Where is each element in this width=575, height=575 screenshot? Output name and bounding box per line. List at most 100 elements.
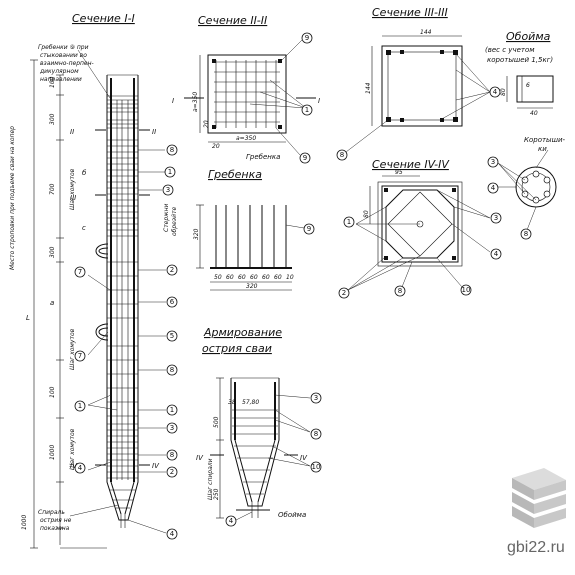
sec2-20a: 20: [203, 120, 210, 128]
obojma-dim-40: 40: [530, 110, 538, 117]
pile-elevation: [95, 74, 150, 528]
tip-reinforcement: [210, 377, 311, 521]
comb-dim-320v: 320: [193, 228, 200, 240]
bubble-5a: 5: [170, 332, 174, 340]
bubble-3b: 3: [170, 424, 174, 432]
tip-bubble-4: 4: [229, 517, 234, 525]
sec4-dim-80: 80: [363, 210, 370, 218]
sec2-20b: 20: [212, 143, 220, 150]
sec2-a350-h: a=350: [236, 135, 256, 142]
note-grebenki-5: направлении: [40, 76, 82, 83]
marker-II: II: [70, 128, 74, 136]
obojma-drawing: [506, 75, 554, 109]
dim-1000b: 1000: [21, 515, 28, 530]
bubble-4a: 4: [170, 530, 175, 538]
sec2-bubble-1: 1: [305, 106, 309, 114]
sec2-grebenka-label: Гребенка: [246, 153, 280, 161]
obojma-note-2: коротышей 1,5кг): [487, 56, 553, 64]
bubble-8b: 8: [170, 366, 174, 374]
title-obojma: Обойма: [506, 30, 551, 43]
comb-drawing: [196, 204, 305, 291]
tip-dim-500: 500: [213, 416, 220, 428]
korot-bubble-4: 4: [491, 184, 496, 192]
bubble-4b: 4: [78, 464, 83, 472]
comb-step-6: 60: [274, 274, 282, 281]
tip-shag-spirali: Шаг спирали: [207, 458, 214, 500]
bubble-7a: 7: [78, 268, 82, 276]
title-section-3: Сечение III-III: [372, 6, 448, 19]
marker-c: с: [82, 224, 86, 232]
sec3-bubble-4: 4: [493, 88, 498, 96]
comb-step-2: 60: [226, 274, 234, 281]
comb-step-4: 60: [250, 274, 258, 281]
note-grebenki-4: дикулярном: [39, 68, 79, 75]
note-spiral-1: Спираль: [38, 509, 65, 516]
bubble-8a: 8: [170, 146, 174, 154]
note-shag-1: Шаг хомутов: [69, 168, 76, 210]
bubble-2b: 2: [170, 468, 174, 476]
watermark-logo-icon: [512, 468, 566, 528]
note-grebenki-3: взаимно-перпен-: [40, 60, 94, 67]
title-armir: Армирование: [203, 326, 282, 339]
sec2-bubble-9: 9: [305, 34, 309, 42]
comb-sterzhni-2: обреэйте: [171, 206, 178, 236]
tip-marker-IV-r: IV: [300, 454, 308, 462]
note-grebenki-1: Гребенки ⑨ при: [38, 44, 89, 51]
dim-300: 300: [49, 113, 56, 125]
dim-a: a: [50, 299, 54, 307]
section-2: [184, 39, 316, 156]
pile-dimension-chain: [30, 59, 107, 549]
bubble-8c: 8: [170, 451, 174, 459]
tip-dim-250: 250: [213, 488, 220, 500]
title-section-1: Сечение I-I: [72, 12, 135, 25]
bubble-3a: 3: [166, 186, 170, 194]
tip-dim-38: 38: [228, 399, 236, 406]
title-section-4: Сечение IV-IV: [372, 158, 450, 171]
comb-step-1: 50: [214, 274, 222, 281]
bubble-1a: 1: [168, 168, 172, 176]
marker-IV-r: IV: [152, 462, 160, 470]
dim-300b: 300: [49, 246, 56, 258]
comb-step-3: 60: [238, 274, 246, 281]
sec4-bubble-8: 8: [398, 287, 402, 295]
korot-label-1: Коротыши-: [524, 136, 566, 144]
obojma-dim-80: 80: [500, 88, 507, 96]
sec2-marker-I-r: I: [318, 97, 320, 105]
comb-bubble-9: 9: [307, 225, 311, 233]
obojma-note-1: (вес с учетом: [485, 46, 535, 54]
note-spiral-2: острия не: [40, 517, 72, 524]
dim-L: L: [26, 314, 30, 322]
marker-IV: IV: [70, 462, 78, 470]
note-shag-3: Шаг хомутов: [69, 428, 76, 470]
dim-100b: 100: [49, 386, 56, 398]
title-comb: Гребенка: [208, 168, 262, 181]
korot-bubble-3: 3: [491, 158, 495, 166]
pile-bubbles: 8 1 3 2 6 5 8 1 3 8 2 4 7 7 1 4: [74, 144, 178, 540]
tip-marker-IV-l: IV: [196, 454, 204, 462]
sec4-bubble-3: 3: [494, 214, 498, 222]
tip-dim-5780: 57,80: [242, 399, 259, 406]
note-shag-2: Шаг хомутов: [69, 328, 76, 370]
tip-obojma-label: Обойма: [278, 511, 306, 519]
marker-b: б: [82, 169, 87, 177]
dim-100: 100: [49, 76, 56, 88]
sec3-bubble-8: 8: [340, 151, 344, 159]
korotyshi-drawing: [497, 149, 557, 231]
sec2-marker-I-l: I: [172, 97, 174, 105]
tip-bubble-8: 8: [314, 430, 318, 438]
dim-700: 700: [49, 183, 56, 195]
note-mesto: Место строповки при подъеме сваи на копе…: [9, 126, 16, 270]
sec2-bubble-9b: 9: [303, 154, 307, 162]
korot-bubble-8: 8: [524, 230, 528, 238]
sec4-dim-95: 95: [395, 169, 403, 176]
comb-sterzhni-1: Стержни: [163, 203, 170, 232]
sec3-dim-144h: 144: [420, 29, 432, 36]
section-4: [347, 175, 491, 291]
title-armir-2: острия сваи: [202, 342, 272, 355]
comb-dim-320h: 320: [246, 283, 258, 290]
marker-III: III: [70, 194, 76, 202]
dim-1000: 1000: [49, 445, 56, 460]
tip-bubble-3: 3: [314, 394, 318, 402]
bubble-1b: 1: [170, 406, 174, 414]
